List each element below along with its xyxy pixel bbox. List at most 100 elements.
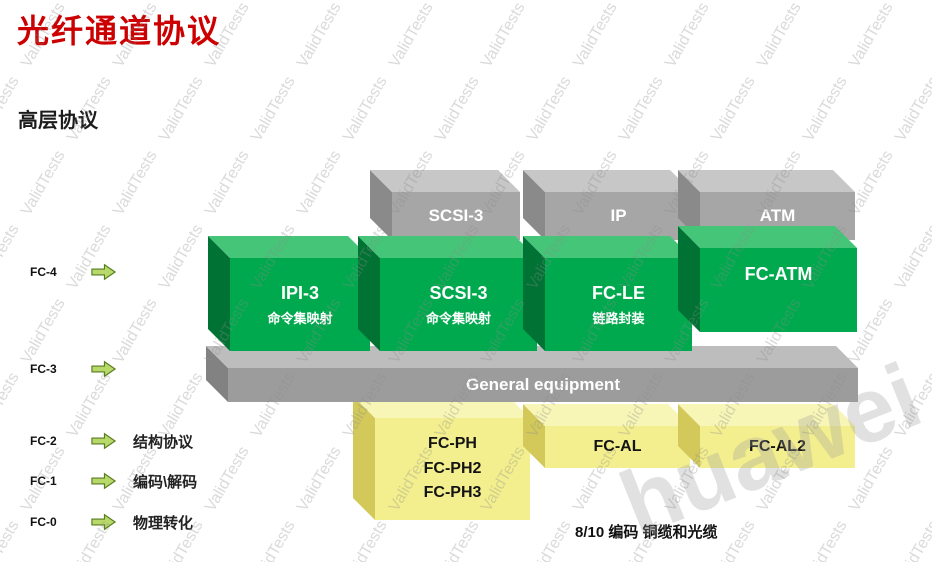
layer-row-fc0: FC-0 物理转化 [30, 511, 193, 533]
box-fc-ph-stack: FC-PH FC-PH2 FC-PH3 [353, 396, 530, 520]
watermark-text: ValidTests [892, 369, 932, 441]
box-sublabel: 命令集映射 [267, 310, 333, 326]
box-top-face [523, 170, 692, 192]
watermark-text: ValidTests [892, 517, 932, 562]
watermark-text: ValidTests [892, 221, 932, 293]
watermark-text: ValidTests [110, 295, 161, 367]
layer-id: FC-2 [30, 434, 57, 448]
watermark-text: ValidTests [386, 0, 437, 71]
subtitle-high-layer-protocols: 高层协议 [18, 110, 98, 132]
box-fc-al: FC-AL [523, 404, 690, 468]
box-front-face: FC-AL2 [700, 426, 855, 468]
watermark-text: ValidTests [0, 517, 23, 562]
watermark-text: ValidTests [294, 147, 345, 219]
box-label: SCSI-3 [428, 206, 484, 225]
platform-general-equipment: General equipment [206, 346, 858, 402]
watermark-text: ValidTests [524, 517, 575, 562]
watermark-text: ValidTests [0, 369, 23, 441]
right-arrow-icon [90, 263, 117, 281]
watermark-text: ValidTests [340, 73, 391, 145]
watermark-text: ValidTests [202, 443, 253, 515]
box-label: FC-PH2 [423, 459, 482, 477]
watermark-text: ValidTests [0, 221, 23, 293]
box-front-face: FC-PH FC-PH2 FC-PH3 [375, 418, 530, 520]
watermark-text: ValidTests [800, 73, 851, 145]
watermark-text: ValidTests [662, 0, 713, 71]
layer-row-fc2: FC-2 结构协议 [30, 430, 193, 452]
box-top-face [678, 226, 857, 248]
watermark-text: ValidTests [708, 73, 759, 145]
watermark-text: ValidTests [110, 147, 161, 219]
box-label: ATM [759, 206, 796, 225]
box-scsi3-mapping: SCSI-3 命令集映射 [358, 236, 537, 351]
watermark-text: ValidTests [294, 0, 345, 71]
watermark-text: ValidTests [156, 73, 207, 145]
layer-id: FC-0 [30, 515, 57, 529]
box-upper-ip: IP [523, 170, 692, 240]
watermark-text: ValidTests [248, 517, 299, 562]
box-front-face: IPI-3 命令集映射 [230, 258, 370, 351]
watermark-text: ValidTests [156, 221, 207, 293]
watermark-text: ValidTests [340, 517, 391, 562]
box-fc-atm: FC-ATM [678, 226, 857, 332]
watermark-text: ValidTests [800, 517, 851, 562]
box-front-face: IP [545, 192, 692, 240]
box-top-face [370, 170, 520, 192]
layer-note: 物理转化 [133, 514, 194, 532]
platform-label: General equipment [466, 375, 620, 394]
watermark-text: ValidTests [432, 517, 483, 562]
box-label: FC-ATM [744, 264, 813, 284]
box-front-face: SCSI-3 命令集映射 [380, 258, 537, 351]
layer-id: FC-4 [30, 265, 57, 279]
page-title: 光纤通道协议 [17, 13, 222, 49]
right-arrow-icon [90, 513, 117, 531]
watermark-text: ValidTests [478, 0, 529, 71]
watermark-text: ValidTests [294, 443, 345, 515]
box-top-face [678, 170, 855, 192]
layer-row-fc1: FC-1 编码\解码 [30, 470, 197, 492]
box-upper-scsi3: SCSI-3 [370, 170, 520, 240]
right-arrow-icon [90, 432, 117, 450]
layer-note: 结构协议 [133, 433, 194, 451]
box-label: SCSI-3 [429, 282, 488, 303]
watermark-text: ValidTests [616, 73, 667, 145]
layer-row-fc4: FC-4 [30, 261, 133, 283]
box-front-face: SCSI-3 [392, 192, 520, 240]
box-front-face: FC-AL [545, 426, 690, 468]
watermark-text: ValidTests [248, 73, 299, 145]
watermark-text: ValidTests [432, 73, 483, 145]
watermark-text: ValidTests [892, 73, 932, 145]
box-top-face [523, 404, 690, 426]
watermark-text: ValidTests [846, 0, 897, 71]
right-arrow-icon [90, 472, 117, 490]
watermark-text: ValidTests [18, 147, 69, 219]
box-front-face: FC-ATM [700, 248, 857, 332]
box-label: IP [610, 206, 627, 225]
watermark-text: ValidTests [202, 147, 253, 219]
box-label: FC-AL [593, 437, 642, 455]
watermark-text: ValidTests [570, 0, 621, 71]
layer-row-fc3: FC-3 [30, 358, 133, 380]
layer-id: FC-1 [30, 474, 57, 488]
platform-front-face: General equipment [228, 368, 858, 402]
box-label: FC-AL2 [749, 437, 806, 455]
box-top-face [678, 404, 855, 426]
box-label: FC-PH [428, 434, 477, 452]
box-fc-al2: FC-AL2 [678, 404, 855, 468]
box-fc-le: FC-LE 链路封装 [523, 236, 692, 351]
box-top-face [523, 236, 692, 258]
box-ipi3: IPI-3 命令集映射 [208, 236, 370, 351]
box-top-face [358, 236, 537, 258]
box-sublabel: 链路封装 [592, 310, 645, 326]
layer-note: 编码\解码 [133, 473, 198, 491]
right-arrow-icon [90, 360, 117, 378]
box-top-face [208, 236, 370, 258]
watermark-text: ValidTests [754, 0, 805, 71]
footnote-encoding: 8/10 编码 铜缆和光缆 [575, 524, 718, 541]
watermark-text: ValidTests [524, 73, 575, 145]
box-front-face: FC-LE 链路封装 [545, 258, 692, 351]
box-sublabel: 命令集映射 [425, 310, 491, 326]
box-label: IPI-3 [280, 282, 319, 303]
box-label: FC-PH3 [423, 484, 482, 502]
